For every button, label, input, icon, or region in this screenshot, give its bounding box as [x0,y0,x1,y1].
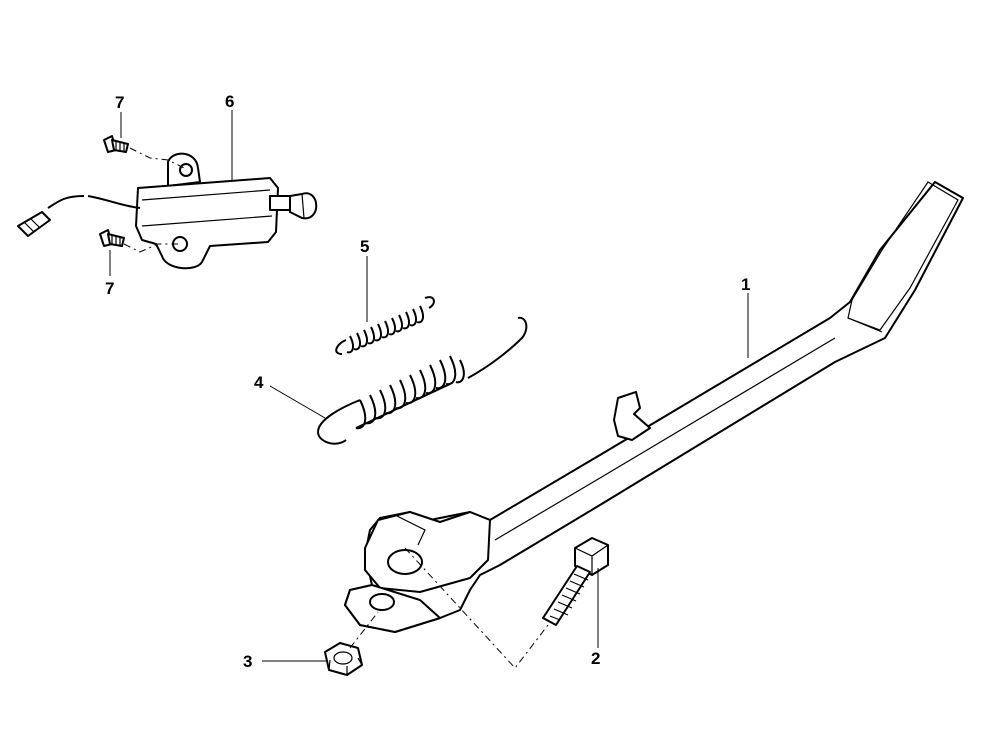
side-stand-part [344,181,964,633]
leader-lines [109,110,749,662]
callout-3: 3 [243,652,252,671]
screw-lower-part [99,229,125,247]
callout-7-lower: 7 [105,279,114,298]
callout-5: 5 [360,237,369,256]
callout-7-upper: 7 [115,93,124,112]
screw-upper-assembly-line [129,147,185,169]
pivot-bolt-part [542,537,609,626]
bolt-assembly-line [404,547,549,669]
nut-part [324,642,363,676]
callout-6: 6 [225,92,234,111]
callout-4: 4 [254,373,264,392]
nut-assembly-line [349,611,379,649]
callout-1: 1 [741,275,750,294]
side-stand-switch-part [17,152,318,270]
screw-upper-part [103,135,129,153]
large-spring-part [316,316,528,445]
small-spring-part [335,296,435,355]
callout-2: 2 [591,649,600,668]
